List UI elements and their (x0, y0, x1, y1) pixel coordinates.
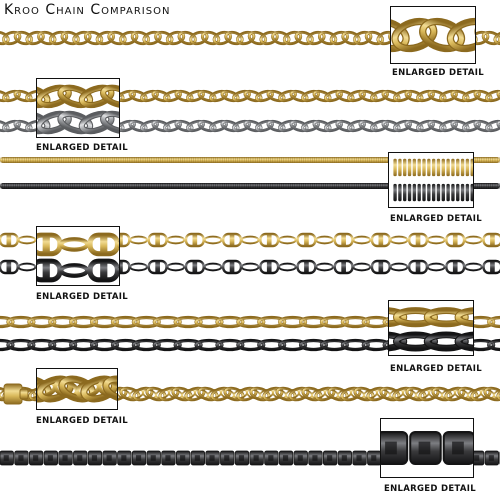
enlarged-detail-label-doublecurb: ENLARGED DETAIL (36, 416, 128, 426)
enlarged-detail-box-flatcurb (388, 300, 474, 356)
enlarged-chain-curb (37, 84, 119, 135)
chain-double-curb-gold (0, 386, 500, 402)
enlarged-detail-label-curb: ENLARGED DETAIL (36, 143, 128, 153)
chain-flat-curb-gunmetal (0, 338, 500, 352)
enlarged-detail-label-box: ENLARGED DETAIL (384, 484, 476, 494)
enlarged-detail-box-wheat (390, 6, 476, 64)
page-title: Kroo Chain Comparison (4, 2, 171, 18)
enlarged-detail-label-flatcurb: ENLARGED DETAIL (390, 364, 482, 374)
enlarged-detail-box-bar (36, 226, 120, 286)
chain-snake-gunmetal (0, 183, 500, 189)
enlarged-detail-label-snake: ENLARGED DETAIL (390, 214, 482, 224)
enlarged-chain-snake (393, 158, 473, 202)
enlarged-detail-label-wheat: ENLARGED DETAIL (392, 68, 484, 78)
enlarged-detail-box-box (380, 418, 474, 478)
enlarged-detail-box-doublecurb (36, 368, 118, 410)
enlarged-detail-label-bar: ENLARGED DETAIL (36, 292, 128, 302)
enlarged-chain-bar (37, 232, 119, 283)
enlarged-chain-flatcurb (389, 307, 473, 352)
chain-snake-gold (0, 157, 500, 163)
enlarged-chain-doublecurb (37, 375, 117, 403)
enlarged-detail-box-curb (36, 78, 120, 138)
clasp-icon (3, 383, 29, 405)
enlarged-chain-box (381, 431, 473, 465)
enlarged-chain-wheat (391, 17, 475, 53)
enlarged-detail-box-snake (388, 152, 474, 208)
